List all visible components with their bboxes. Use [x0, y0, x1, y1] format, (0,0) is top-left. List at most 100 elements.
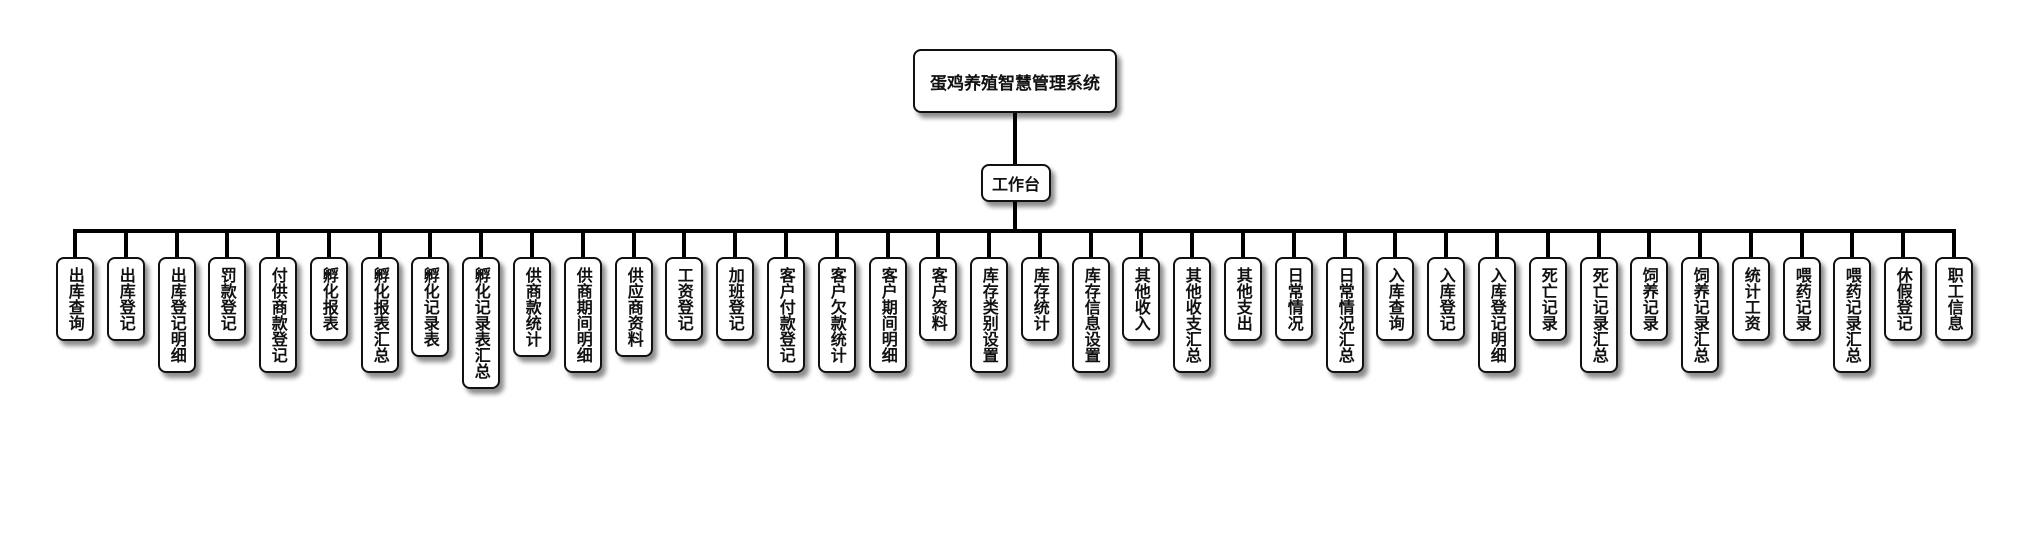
leaf-node-label: 其他收支汇总: [1182, 267, 1202, 363]
leaf-node[interactable]: 工资登记: [665, 257, 703, 341]
leaf-node[interactable]: 入库登记明细: [1478, 257, 1516, 373]
leaf-node-label: 出库登记明细: [167, 267, 187, 363]
leaf-connector: [1698, 229, 1702, 257]
leaf-node-label: 休假登记: [1893, 267, 1913, 331]
leaf-node[interactable]: 死亡记录汇总: [1580, 257, 1618, 373]
leaf-node[interactable]: 客户期间明细: [869, 257, 907, 373]
leaf-connector: [1901, 229, 1905, 257]
leaf-node-label: 出库登记: [116, 267, 136, 331]
leaf-node-label: 客户付款登记: [776, 267, 796, 363]
leaf-node[interactable]: 罚款登记: [208, 257, 246, 341]
leaf-connector: [1444, 229, 1448, 257]
leaf-connector: [73, 229, 77, 257]
leaf-node-label: 职工信息: [1944, 267, 1964, 331]
leaf-node[interactable]: 孵化记录表: [411, 257, 449, 357]
leaf-node[interactable]: 库存信息设置: [1072, 257, 1110, 373]
leaf-connector: [378, 229, 382, 257]
root-to-hub-connector: [1013, 113, 1017, 164]
leaf-node[interactable]: 供应商资料: [615, 257, 653, 357]
leaf-node[interactable]: 入库查询: [1376, 257, 1414, 341]
leaf-node-label: 客户期间明细: [878, 267, 898, 363]
leaf-connector: [1495, 229, 1499, 257]
leaf-node-label: 日常情况汇总: [1335, 267, 1355, 363]
leaf-connector: [886, 229, 890, 257]
leaf-node-label: 库存统计: [1030, 267, 1050, 331]
leaf-connector: [327, 229, 331, 257]
leaf-node-label: 孵化记录表: [420, 267, 440, 347]
leaf-node[interactable]: 孵化报表: [310, 257, 348, 341]
leaf-connector: [1850, 229, 1854, 257]
leaf-node[interactable]: 出库查询: [56, 257, 94, 341]
leaf-node-label: 加班登记: [725, 267, 745, 331]
leaf-node-label: 孵化记录表汇总: [471, 267, 491, 379]
leaf-node[interactable]: 职工信息: [1935, 257, 1973, 341]
leaf-connector: [784, 229, 788, 257]
leaf-node-label: 日常情况: [1284, 267, 1304, 331]
leaf-connector: [936, 229, 940, 257]
leaf-node[interactable]: 库存统计: [1021, 257, 1059, 341]
leaf-node[interactable]: 供商期间明细: [564, 257, 602, 373]
leaf-node-label: 孵化报表汇总: [370, 267, 390, 363]
leaf-connector: [632, 229, 636, 257]
leaf-connector: [1139, 229, 1143, 257]
leaf-node[interactable]: 其他支出: [1224, 257, 1262, 341]
leaf-connector: [1647, 229, 1651, 257]
leaf-node[interactable]: 出库登记: [107, 257, 145, 341]
leaf-connector: [581, 229, 585, 257]
leaf-connector: [1597, 229, 1601, 257]
leaf-node-label: 统计工资: [1741, 267, 1761, 331]
leaf-node[interactable]: 其他收支汇总: [1173, 257, 1211, 373]
leaf-node[interactable]: 日常情况汇总: [1326, 257, 1364, 373]
leaf-node-label: 死亡记录汇总: [1589, 267, 1609, 363]
leaf-connector: [987, 229, 991, 257]
root-node-label: 蛋鸡养殖智慧管理系统: [930, 73, 1100, 94]
leaf-node[interactable]: 饲养记录: [1630, 257, 1668, 341]
leaf-node-label: 供商期间明细: [573, 267, 593, 363]
leaf-node[interactable]: 其他收入: [1122, 257, 1160, 341]
leaf-node-label: 其他收入: [1131, 267, 1151, 331]
leaf-connector: [124, 229, 128, 257]
leaf-node-label: 出库查询: [65, 267, 85, 331]
leaf-node[interactable]: 喂药记录汇总: [1833, 257, 1871, 373]
leaf-node[interactable]: 统计工资: [1732, 257, 1770, 341]
leaf-connector: [276, 229, 280, 257]
leaf-node[interactable]: 日常情况: [1275, 257, 1313, 341]
root-node[interactable]: 蛋鸡养殖智慧管理系统: [913, 49, 1117, 113]
leaf-connector: [1952, 229, 1956, 257]
leaf-node-label: 其他支出: [1233, 267, 1253, 331]
leaf-node-label: 客户资料: [928, 267, 948, 331]
hub-node-workbench[interactable]: 工作台: [981, 164, 1051, 202]
leaf-connector: [530, 229, 534, 257]
leaf-node-label: 库存信息设置: [1081, 267, 1101, 363]
leaf-connector: [479, 229, 483, 257]
leaf-node[interactable]: 客户欠款统计: [818, 257, 856, 373]
leaf-node[interactable]: 孵化报表汇总: [361, 257, 399, 373]
leaf-node[interactable]: 库存类别设置: [970, 257, 1008, 373]
leaf-connector: [1089, 229, 1093, 257]
leaf-node-label: 罚款登记: [217, 267, 237, 331]
leaf-connector: [1190, 229, 1194, 257]
leaf-node-label: 孵化报表: [319, 267, 339, 331]
leaf-node[interactable]: 付供商款登记: [259, 257, 297, 373]
leaf-node[interactable]: 入库登记: [1427, 257, 1465, 341]
leaf-connector: [835, 229, 839, 257]
leaf-connector: [733, 229, 737, 257]
leaf-node[interactable]: 死亡记录: [1529, 257, 1567, 341]
leaf-node-label: 饲养记录: [1639, 267, 1659, 331]
leaf-node[interactable]: 饲养记录汇总: [1681, 257, 1719, 373]
leaf-connector: [1038, 229, 1042, 257]
leaf-connector: [1292, 229, 1296, 257]
leaf-node[interactable]: 供商款统计: [513, 257, 551, 357]
leaf-node[interactable]: 加班登记: [716, 257, 754, 341]
leaf-bus-line: [73, 229, 1956, 233]
leaf-connector: [682, 229, 686, 257]
leaf-node[interactable]: 客户资料: [919, 257, 957, 341]
leaf-node[interactable]: 客户付款登记: [767, 257, 805, 373]
leaf-node[interactable]: 喂药记录: [1783, 257, 1821, 341]
leaf-node-label: 供商款统计: [522, 267, 542, 347]
leaf-connector: [1800, 229, 1804, 257]
leaf-connector: [175, 229, 179, 257]
leaf-node[interactable]: 孵化记录表汇总: [462, 257, 500, 389]
leaf-node[interactable]: 出库登记明细: [158, 257, 196, 373]
leaf-node[interactable]: 休假登记: [1884, 257, 1922, 341]
